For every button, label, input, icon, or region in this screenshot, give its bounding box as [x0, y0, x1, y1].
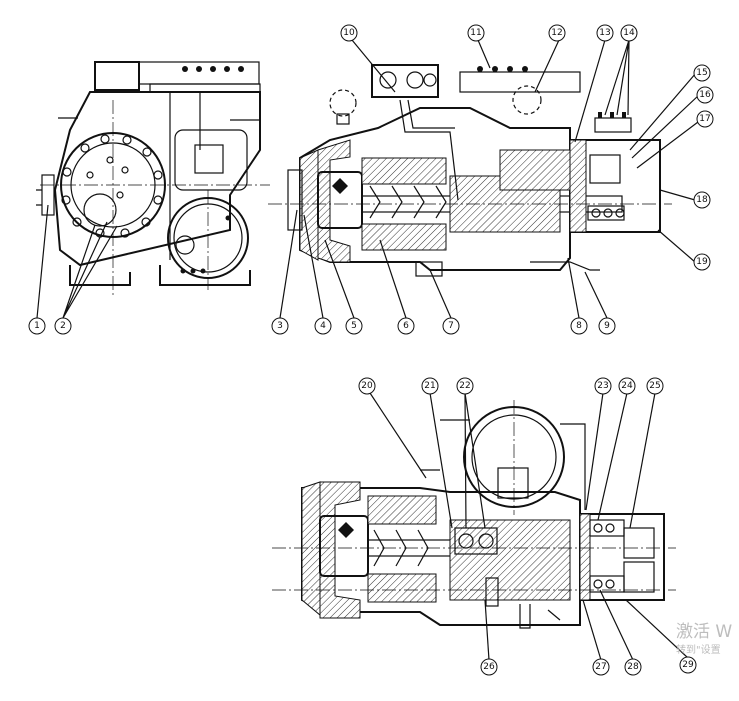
svg-text:26: 26: [483, 662, 495, 672]
svg-text:23: 23: [597, 381, 608, 391]
svg-text:4: 4: [320, 321, 326, 331]
callout-8: 8: [570, 317, 588, 335]
svg-text:17: 17: [699, 114, 710, 124]
svg-text:12: 12: [551, 28, 562, 38]
front-view: [36, 61, 270, 319]
svg-text:16: 16: [699, 90, 711, 100]
svg-text:7: 7: [448, 321, 454, 331]
svg-text:24: 24: [621, 381, 633, 391]
svg-text:2: 2: [60, 321, 66, 331]
svg-text:14: 14: [623, 28, 635, 38]
svg-text:9: 9: [604, 321, 610, 331]
svg-text:21: 21: [424, 381, 435, 391]
callout-27: 27: [592, 658, 610, 676]
watermark-settings-text: 转到"设置: [676, 645, 721, 656]
svg-text:19: 19: [696, 257, 708, 267]
callout-19: 19: [693, 253, 711, 271]
callout-18: 18: [693, 191, 711, 209]
callout-3: 3: [271, 317, 289, 335]
svg-text:28: 28: [627, 662, 639, 672]
callout-16: 16: [696, 86, 714, 104]
callout-15: 15: [693, 64, 711, 82]
callout-29: 29: [679, 656, 697, 674]
callout-14: 14: [620, 24, 638, 42]
svg-text:27: 27: [595, 662, 606, 672]
callout-group: 1 2 3 4 5 6 7 8 9 10 11 12 13 14 15 16 1…: [28, 24, 714, 676]
callout-10: 10: [340, 24, 358, 42]
callout-23: 23: [594, 377, 612, 395]
callout-11: 11: [467, 24, 485, 42]
callout-2: 2: [54, 317, 72, 335]
svg-text:15: 15: [696, 68, 707, 78]
lower-section-view: [272, 392, 689, 661]
svg-text:20: 20: [361, 381, 373, 391]
svg-text:22: 22: [459, 381, 470, 391]
callout-26: 26: [480, 658, 498, 676]
svg-text:10: 10: [343, 28, 355, 38]
callout-7: 7: [442, 317, 460, 335]
callout-17: 17: [696, 110, 714, 128]
callout-20: 20: [358, 377, 376, 395]
svg-text:6: 6: [403, 321, 409, 331]
callout-25: 25: [646, 377, 664, 395]
callout-5: 5: [345, 317, 363, 335]
callout-28: 28: [624, 658, 642, 676]
callout-13: 13: [596, 24, 614, 42]
callout-9: 9: [598, 317, 616, 335]
callout-22: 22: [456, 377, 474, 395]
callout-6: 6: [397, 317, 415, 335]
svg-text:18: 18: [696, 195, 708, 205]
svg-text:25: 25: [649, 381, 660, 391]
callout-21: 21: [421, 377, 439, 395]
svg-text:1: 1: [34, 321, 40, 331]
watermark-activate-text: 激活 W: [676, 622, 733, 642]
callout-24: 24: [618, 377, 636, 395]
svg-text:29: 29: [682, 660, 694, 670]
svg-text:5: 5: [351, 321, 357, 331]
callout-4: 4: [314, 317, 332, 335]
svg-text:11: 11: [470, 28, 481, 38]
svg-text:13: 13: [599, 28, 610, 38]
svg-text:8: 8: [576, 321, 582, 331]
callout-1: 1: [28, 317, 46, 335]
callout-12: 12: [548, 24, 566, 42]
svg-text:3: 3: [277, 321, 283, 331]
side-section-view: [268, 39, 703, 319]
